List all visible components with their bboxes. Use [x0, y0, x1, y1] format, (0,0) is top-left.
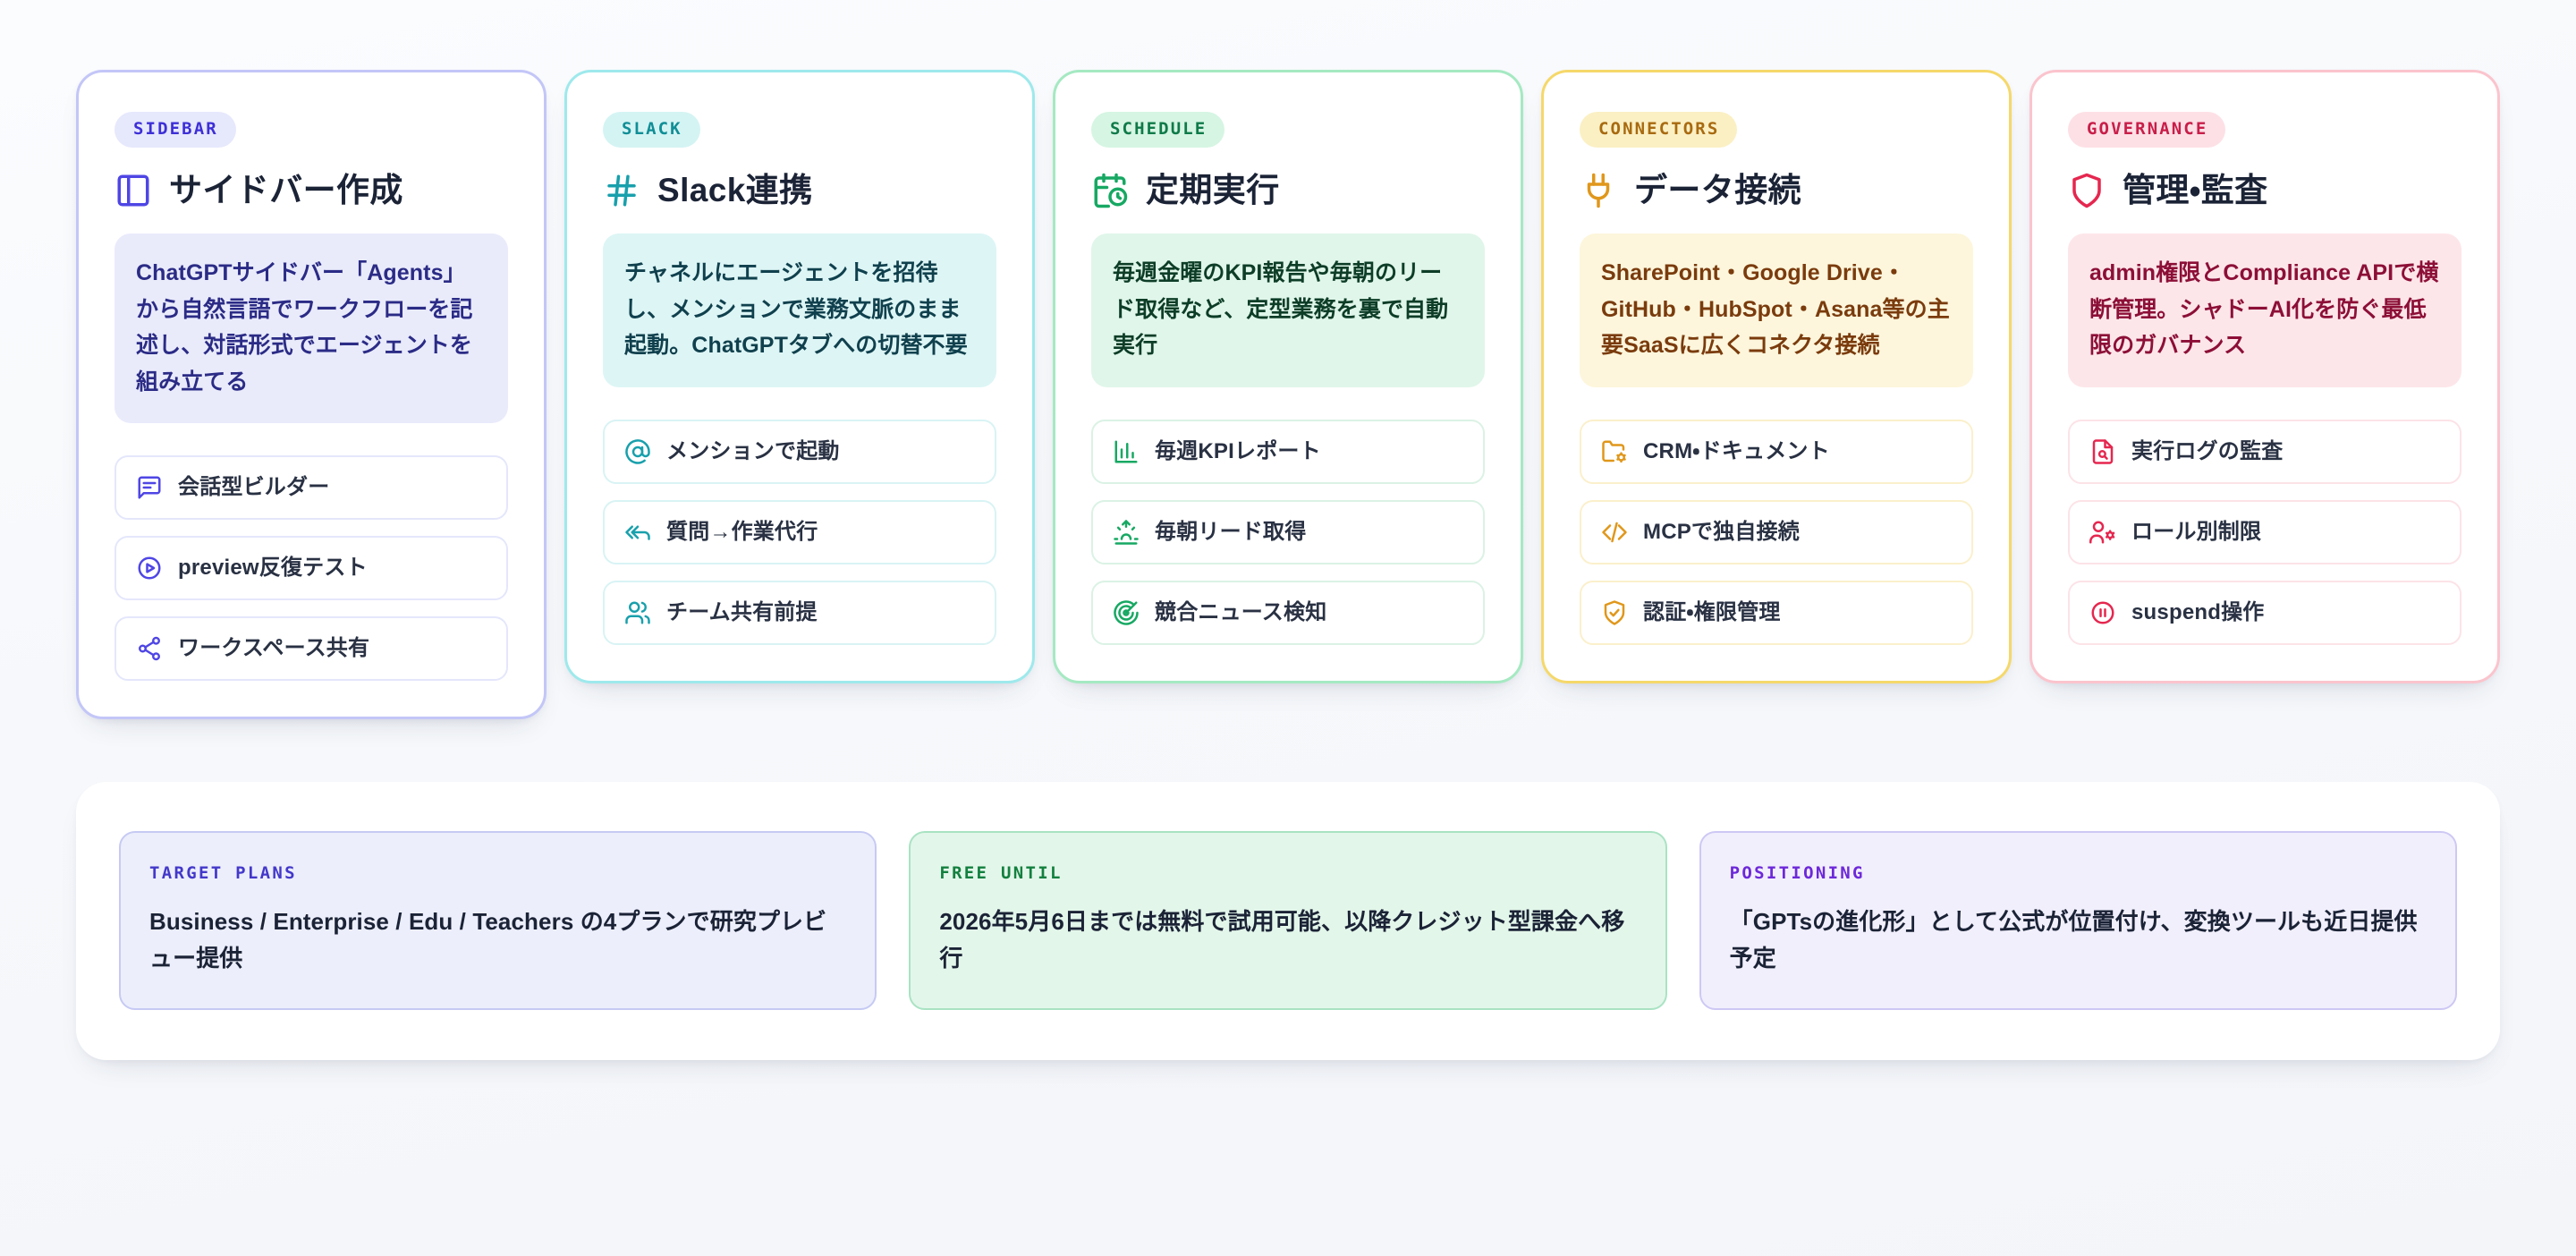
feature-list-item[interactable]: 実行ログの監査: [2068, 419, 2462, 484]
card-description: admin権限とCompliance APIで横断管理。シャドーAI化を防ぐ最低…: [2068, 233, 2462, 387]
plug-icon: [1580, 172, 1617, 209]
users-icon: [624, 599, 651, 626]
summary-box-positioning: POSITIONING 「GPTsの進化形」として公式が位置付け、変換ツールも近…: [1699, 831, 2457, 1011]
card-description: ChatGPTサイドバー「Agents」から自然言語でワークフローを記述し、対話…: [114, 233, 508, 424]
feature-card-sidebar: SIDEBAR サイドバー作成 ChatGPTサイドバー「Agents」から自然…: [76, 70, 547, 720]
share-icon: [136, 635, 163, 662]
file-search-icon: [2089, 438, 2116, 465]
feature-list-item-label: 質問→作業代行: [666, 519, 818, 544]
message-square-icon: [136, 474, 163, 501]
hash-icon: [603, 172, 640, 209]
feature-list-item[interactable]: 毎朝リード取得: [1091, 499, 1485, 564]
feature-list-item[interactable]: 競合ニュース検知: [1091, 580, 1485, 645]
feature-list-item-label: MCPで独自接続: [1643, 519, 1800, 544]
feature-list-item-label: ロール別制限: [2131, 519, 2262, 544]
feature-list: 会話型ビルダー preview反復テスト ワークスペース共有: [114, 455, 508, 682]
play-circle-icon: [136, 555, 163, 581]
card-description: SharePoint・Google Drive・GitHub・HubSpot・A…: [1580, 233, 1973, 387]
summary-box-label: FREE UNTIL: [939, 863, 1063, 884]
feature-list-item-label: 毎朝リード取得: [1155, 519, 1307, 544]
feature-list: CRM・ドキュメント MCPで独自接続 認証・権限管理: [1580, 419, 1973, 645]
feature-list-item[interactable]: preview反復テスト: [114, 536, 508, 601]
feature-list-item-label: メンションで起動: [666, 438, 840, 463]
feature-list-item[interactable]: CRM・ドキュメント: [1580, 419, 1973, 484]
panel-left-icon: [114, 172, 152, 209]
feature-list-item-label: 会話型ビルダー: [178, 475, 330, 500]
summary-box-text: 「GPTsの進化形」として公式が位置付け、変換ツールも近日提供予定: [1729, 908, 2418, 972]
feature-list-item-label: 競合ニュース検知: [1155, 599, 1327, 624]
feature-list: メンションで起動 質問→作業代行 チーム共有前提: [603, 419, 996, 645]
card-description: チャネルにエージェントを招待し、メンションで業務文脈のまま起動。ChatGPTタ…: [603, 233, 996, 387]
card-title: 管理・監査: [2123, 171, 2268, 208]
feature-card-row: SIDEBAR サイドバー作成 ChatGPTサイドバー「Agents」から自然…: [76, 70, 2500, 720]
feature-list-item-label: 実行ログの監査: [2131, 438, 2284, 463]
card-title: Slack連携: [657, 171, 813, 208]
feature-card-governance: GOVERNANCE 管理・監査 admin権限とCompliance APIで…: [2029, 70, 2500, 683]
card-category-badge: CONNECTORS: [1580, 112, 1738, 148]
card-category-badge: GOVERNANCE: [2068, 112, 2226, 148]
card-title: データ接続: [1634, 171, 1801, 208]
code-icon: [1601, 519, 1628, 546]
summary-box-text: Business / Enterprise / Edu / Teachers の…: [149, 908, 827, 972]
feature-list-item[interactable]: メンションで起動: [603, 419, 996, 484]
feature-list-item[interactable]: 毎週KPIレポート: [1091, 419, 1485, 484]
card-title-row: 管理・監査: [2068, 171, 2462, 210]
card-category-badge: SIDEBAR: [114, 112, 236, 148]
calendar-clock-icon: [1091, 172, 1129, 209]
feature-card-slack: SLACK Slack連携 チャネルにエージェントを招待し、メンションで業務文脈…: [564, 70, 1035, 683]
feature-list-item[interactable]: ロール別制限: [2068, 499, 2462, 564]
feature-list-item-label: ワークスペース共有: [178, 636, 370, 661]
card-title-row: Slack連携: [603, 171, 996, 210]
user-cog-icon: [2089, 519, 2116, 546]
card-category-badge: SCHEDULE: [1091, 112, 1225, 148]
feature-list-item[interactable]: suspend操作: [2068, 580, 2462, 645]
feature-card-connectors: CONNECTORS データ接続 SharePoint・Google Drive…: [1541, 70, 2012, 683]
reply-all-icon: [624, 519, 651, 546]
bar-chart-icon: [1113, 438, 1140, 465]
card-title: サイドバー作成: [169, 171, 403, 208]
card-description: 毎週金曜のKPI報告や毎朝のリード取得など、定型業務を裏で自動実行: [1091, 233, 1485, 387]
at-sign-icon: [624, 438, 651, 465]
summary-box-target-plans: TARGET PLANS Business / Enterprise / Edu…: [119, 831, 877, 1011]
feature-list-item[interactable]: MCPで独自接続: [1580, 499, 1973, 564]
card-title: 定期実行: [1146, 171, 1280, 208]
card-title-row: 定期実行: [1091, 171, 1485, 210]
card-category-badge: SLACK: [603, 112, 700, 148]
feature-list-item-label: suspend操作: [2131, 599, 2265, 624]
card-title-row: サイドバー作成: [114, 171, 508, 210]
feature-list-item-label: 毎週KPIレポート: [1155, 438, 1321, 463]
feature-list-item[interactable]: チーム共有前提: [603, 580, 996, 645]
sunrise-icon: [1113, 519, 1140, 546]
shield-check-icon: [1601, 599, 1628, 626]
summary-box-label: POSITIONING: [1729, 863, 1865, 884]
shield-icon: [2068, 172, 2106, 209]
feature-list: 毎週KPIレポート 毎朝リード取得 競合ニュース検知: [1091, 419, 1485, 645]
feature-card-schedule: SCHEDULE 定期実行 毎週金曜のKPI報告や毎朝のリード取得など、定型業務…: [1053, 70, 1523, 683]
summary-box-free-until: FREE UNTIL 2026年5月6日までは無料で試用可能、以降クレジット型課…: [909, 831, 1667, 1011]
summary-box-label: TARGET PLANS: [149, 863, 297, 884]
feature-list-item[interactable]: 質問→作業代行: [603, 499, 996, 564]
feature-list-item[interactable]: 認証・権限管理: [1580, 580, 1973, 645]
feature-list-item[interactable]: ワークスペース共有: [114, 616, 508, 682]
summary-box-text: 2026年5月6日までは無料で試用可能、以降クレジット型課金へ移行: [939, 908, 1625, 972]
feature-list-item-label: チーム共有前提: [666, 599, 818, 624]
folder-cog-icon: [1601, 438, 1628, 465]
feature-list-item-label: preview反復テスト: [178, 556, 368, 581]
feature-list-item[interactable]: 会話型ビルダー: [114, 455, 508, 521]
card-title-row: データ接続: [1580, 171, 1973, 210]
feature-list-item-label: 認証・権限管理: [1643, 599, 1781, 624]
radar-icon: [1113, 599, 1140, 626]
pause-circle-icon: [2089, 599, 2116, 626]
feature-list-item-label: CRM・ドキュメント: [1643, 438, 1830, 463]
summary-footer-panel: TARGET PLANS Business / Enterprise / Edu…: [76, 782, 2500, 1061]
feature-list: 実行ログの監査 ロール別制限 suspend操作: [2068, 419, 2462, 645]
